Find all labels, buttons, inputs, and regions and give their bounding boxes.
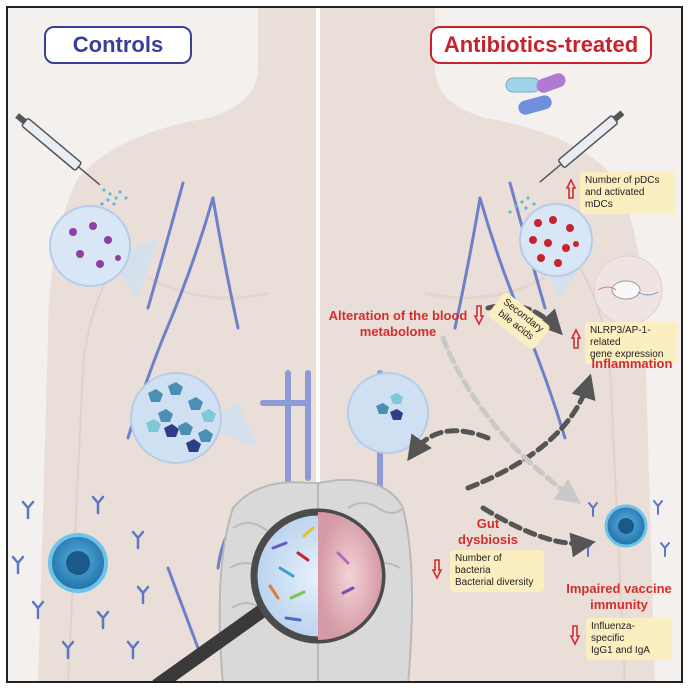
syringe-icon-right (539, 110, 625, 183)
igg-note: Influenza-specific IgG1 and IgA (586, 618, 672, 660)
up-arrow-icon (565, 178, 582, 349)
magnifier-icon (152, 508, 386, 681)
antibody-icon-group-left (11, 495, 150, 660)
impaired-immunity-label: Impaired vaccine immunity (566, 581, 672, 612)
injection-spray-right (508, 196, 536, 214)
gene-expression-zoom (593, 255, 663, 325)
inflammation-label: Inflammation (591, 356, 673, 371)
pill-icon (505, 73, 566, 115)
bacteria-note: Number of bacteria Bacterial diversity (450, 550, 544, 592)
skin-zoom-right (519, 203, 593, 298)
gut-dysbiosis-label: Gut dysbiosis (458, 516, 518, 547)
illustration-canvas (11, 8, 670, 681)
blood-zoom-right (347, 372, 429, 454)
pdc-note: Number of pDCs and activated mDCs (580, 172, 676, 214)
controls-title: Controls (44, 26, 192, 64)
injection-spray-left (100, 188, 128, 206)
antibiotics-title: Antibiotics-treated (430, 26, 652, 64)
blood-metabolome-label: Alteration of the blood metabolome (328, 308, 468, 339)
nlrp3-note: NLRP3/AP-1-related gene expression (585, 322, 677, 364)
figure-frame: Controls Antibiotics-treated Number of p… (6, 6, 683, 683)
skin-zoom-left (49, 205, 158, 298)
immune-cell-icon-right (604, 504, 648, 548)
down-arrow-icon (431, 305, 581, 646)
syringe-icon (15, 113, 101, 186)
blood-zoom-left (130, 372, 258, 464)
torso-silhouette (38, 8, 655, 681)
immune-cell-icon (48, 533, 108, 593)
